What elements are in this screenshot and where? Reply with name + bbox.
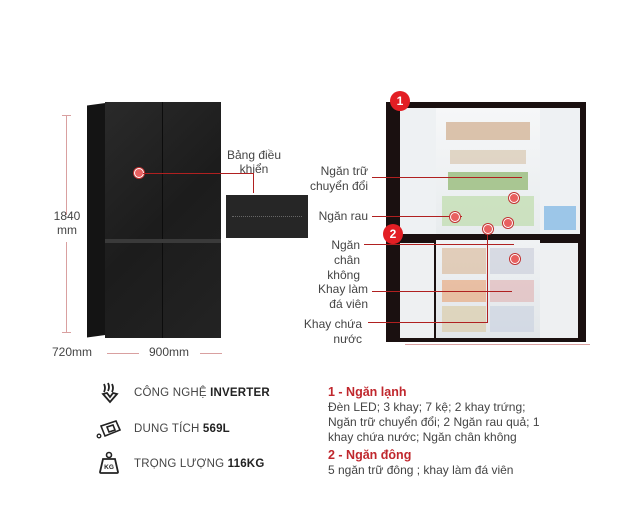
fridge-compartment-title: 1 - Ngăn lạnh (328, 385, 407, 399)
callout-ice-tray: Khay làm đá viên (317, 282, 368, 311)
callout-vegetable-drawer: Ngăn rau (318, 209, 368, 223)
base-outline (405, 344, 590, 345)
inverter-icon (100, 382, 120, 404)
spec-inverter: CÔNG NGHỆ INVERTER (134, 387, 270, 399)
food-shelf-2 (450, 150, 526, 164)
fridge-door-handle-bar (105, 239, 221, 243)
height-dimension-line-top (66, 115, 67, 215)
width-dimension-line-left (107, 353, 139, 354)
food-shelf-3 (448, 172, 528, 190)
freezer-drawer-4 (490, 280, 534, 302)
width-dimension-line-right (200, 353, 222, 354)
callout-vacuum-compartment: Ngăn chân không (327, 238, 360, 282)
control-panel-leader-v (253, 173, 254, 193)
freezer-compartment-title: 2 - Ngăn đông (328, 448, 412, 462)
leader-vacuum (364, 244, 514, 245)
freezer-drawer-1 (442, 248, 486, 274)
leader-water-tray-v (487, 226, 488, 322)
leader-ice-tray (372, 291, 512, 292)
spec-weight: TRỌNG LƯỢNG 116KG (134, 458, 265, 470)
depth-label: 720mm (52, 345, 93, 359)
height-dimension-cap-top (62, 115, 71, 116)
marker-vegetable (450, 212, 460, 222)
height-label: 1840 mm (53, 209, 81, 237)
capacity-icon (96, 418, 122, 440)
leader-vegetable (372, 216, 462, 217)
height-dimension-cap-bottom (62, 332, 71, 333)
compartment-badge-2: 2 (383, 224, 403, 244)
freezer-compartment-details: 5 ngăn trữ đông ; khay làm đá viên (328, 463, 514, 477)
marker-water-tray (483, 224, 493, 234)
freezer-compartment-interior (436, 240, 540, 338)
marker-convertible (509, 193, 519, 203)
leader-water-tray (368, 322, 488, 323)
height-dimension-line-bottom (66, 242, 67, 332)
svg-text:KG: KG (104, 464, 114, 471)
width-label: 900mm (149, 345, 190, 359)
spec-capacity: DUNG TÍCH 569L (134, 423, 230, 435)
callout-water-tray: Khay chứa nước (303, 317, 362, 346)
water-bottles (544, 206, 576, 230)
right-freezer-door (540, 243, 578, 338)
weight-kg-icon: KG (98, 451, 120, 475)
ice-tray (490, 306, 534, 332)
callout-convertible-compartment: Ngăn trữ chuyển đổi (309, 164, 368, 193)
fridge-front (105, 102, 221, 338)
control-panel-buttons (232, 216, 302, 218)
fridge-center-seam (162, 102, 163, 338)
right-door-shelves (540, 108, 580, 234)
fridge-compartment-details: Đèn LED; 3 khay; 7 kệ; 2 khay trứng; Ngă… (328, 400, 540, 444)
marker-ice-tray (510, 254, 520, 264)
control-panel-label: Bảng điều khiển (226, 148, 282, 176)
compartment-badge-1: 1 (390, 91, 410, 111)
control-panel-leader-h (143, 173, 253, 174)
marker-vacuum (503, 218, 513, 228)
freezer-drawer-5 (442, 306, 486, 332)
leader-convertible (372, 177, 522, 178)
food-shelf-1 (446, 122, 530, 140)
control-panel-closeup (226, 195, 308, 238)
